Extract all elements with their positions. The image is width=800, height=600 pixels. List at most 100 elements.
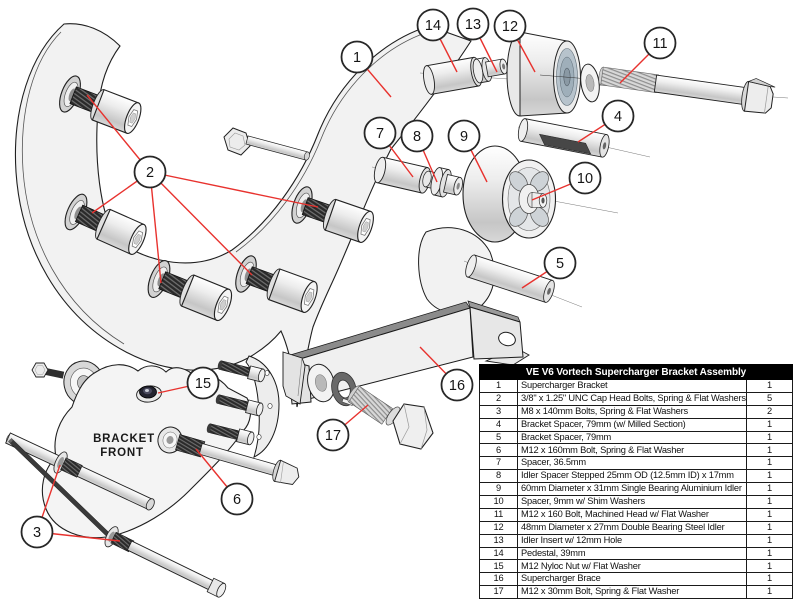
cell-no: 3 <box>479 404 518 419</box>
callout-15 <box>186 366 220 400</box>
long-bolt-3b <box>104 526 227 598</box>
cell-qty: 1 <box>745 443 794 458</box>
callout-10 <box>568 161 602 195</box>
cell-desc: Idler Spacer Stepped 25mm OD (12.5mm ID)… <box>517 469 747 484</box>
mid-stud <box>223 127 310 161</box>
cell-qty: 1 <box>745 559 794 574</box>
cell-qty: 1 <box>745 533 794 548</box>
callout-number-16: 16 <box>449 378 465 394</box>
bolt-17-hex-head <box>385 403 434 450</box>
cell-desc: 60mm Diameter x 31mm Single Bearing Alum… <box>517 482 747 497</box>
cell-no: 8 <box>479 469 518 484</box>
cell-qty: 1 <box>745 379 794 393</box>
cell-no: 5 <box>479 430 518 445</box>
pivot-hex-bolt <box>31 362 65 379</box>
callout-13 <box>456 7 490 41</box>
callout-number-4: 4 <box>614 109 622 125</box>
cell-desc: M8 x 140mm Bolts, Spring & Flat Washers <box>517 404 747 419</box>
cell-desc: Idler Insert w/ 12mm Hole <box>517 533 747 548</box>
callout-number-2: 2 <box>146 165 154 181</box>
idler-cluster-middle <box>371 118 651 308</box>
cell-no: 1 <box>479 379 518 393</box>
aluminium-idler-9 <box>462 145 557 243</box>
callout-number-7: 7 <box>376 126 384 142</box>
callout-7 <box>363 116 397 150</box>
cell-qty: 1 <box>745 585 794 600</box>
cell-no: 13 <box>479 533 518 548</box>
flat-washer-17 <box>307 363 335 403</box>
cell-no: 12 <box>479 520 518 535</box>
callout-12 <box>493 9 527 43</box>
callout-3 <box>20 515 54 549</box>
leader-line-2 <box>149 171 319 208</box>
callout-11 <box>643 26 677 60</box>
callout-number-14: 14 <box>425 18 441 34</box>
cell-no: 4 <box>479 417 518 432</box>
cell-desc: M12 x 30mm Bolt, Spring & Flat Washer <box>517 585 747 600</box>
cell-desc: 3/8" x 1.25" UNC Cap Head Bolts, Spring … <box>517 391 747 406</box>
callout-6 <box>220 482 254 516</box>
cell-no: 10 <box>479 495 518 509</box>
callout-number-11: 11 <box>652 36 667 52</box>
front-bracket-view: BRACKET FRONT <box>5 351 306 598</box>
callout-8 <box>400 119 434 153</box>
cell-no: 7 <box>479 456 518 471</box>
leader-line-2 <box>86 94 151 173</box>
cell-desc: Supercharger Brace <box>517 572 747 587</box>
bolt-17-threads <box>347 385 393 425</box>
cell-desc: Spacer, 36.5mm <box>517 456 747 471</box>
cell-qty: 1 <box>745 546 794 561</box>
callout-number-5: 5 <box>556 256 564 272</box>
cell-desc: 48mm Diameter x 27mm Double Bearing Stee… <box>517 520 747 535</box>
cell-no: 14 <box>479 546 518 561</box>
cell-qty: 1 <box>745 482 794 497</box>
callout-number-13: 13 <box>465 17 481 33</box>
cell-no: 9 <box>479 482 518 497</box>
callout-number-15: 15 <box>195 376 211 392</box>
callout-2 <box>133 155 167 189</box>
cell-no: 6 <box>479 443 518 458</box>
bracket-spacer-5 <box>465 254 555 303</box>
bracket-front-label-line1: BRACKET <box>93 433 155 445</box>
cell-qty: 1 <box>745 417 794 432</box>
callout-number-9: 9 <box>460 129 468 145</box>
cell-qty: 1 <box>745 520 794 535</box>
cell-desc: Supercharger Bracket <box>517 379 747 393</box>
parts-table: VE V6 Vortech Supercharger Bracket Assem… <box>478 364 794 600</box>
bolt-6 <box>157 426 300 485</box>
callout-5 <box>543 246 577 280</box>
milled-section <box>539 133 592 155</box>
corner-prism <box>282 351 306 405</box>
cell-qty: 1 <box>745 495 794 509</box>
callout-1 <box>340 40 374 74</box>
supercharger-bracket <box>14 23 530 408</box>
cell-qty: 5 <box>745 391 794 406</box>
callout-number-8: 8 <box>413 129 421 145</box>
cell-no: 16 <box>479 572 518 587</box>
cell-no: 17 <box>479 585 518 600</box>
cell-qty: 1 <box>745 507 794 522</box>
callout-number-10: 10 <box>577 171 593 187</box>
cell-no: 15 <box>479 559 518 574</box>
nyloc-nut-15 <box>136 385 162 403</box>
cell-desc: Bracket Spacer, 79mm (w/ Milled Section) <box>517 417 747 432</box>
cell-qty: 1 <box>745 469 794 484</box>
callout-number-1: 1 <box>353 50 361 66</box>
cell-desc: M12 Nyloc Nut w/ Flat Washer <box>517 559 747 574</box>
cell-desc: Spacer, 9mm w/ Shim Washers <box>517 495 747 509</box>
bolt-17-assembly <box>307 363 434 450</box>
cell-desc: Pedestal, 39mm <box>517 546 747 561</box>
